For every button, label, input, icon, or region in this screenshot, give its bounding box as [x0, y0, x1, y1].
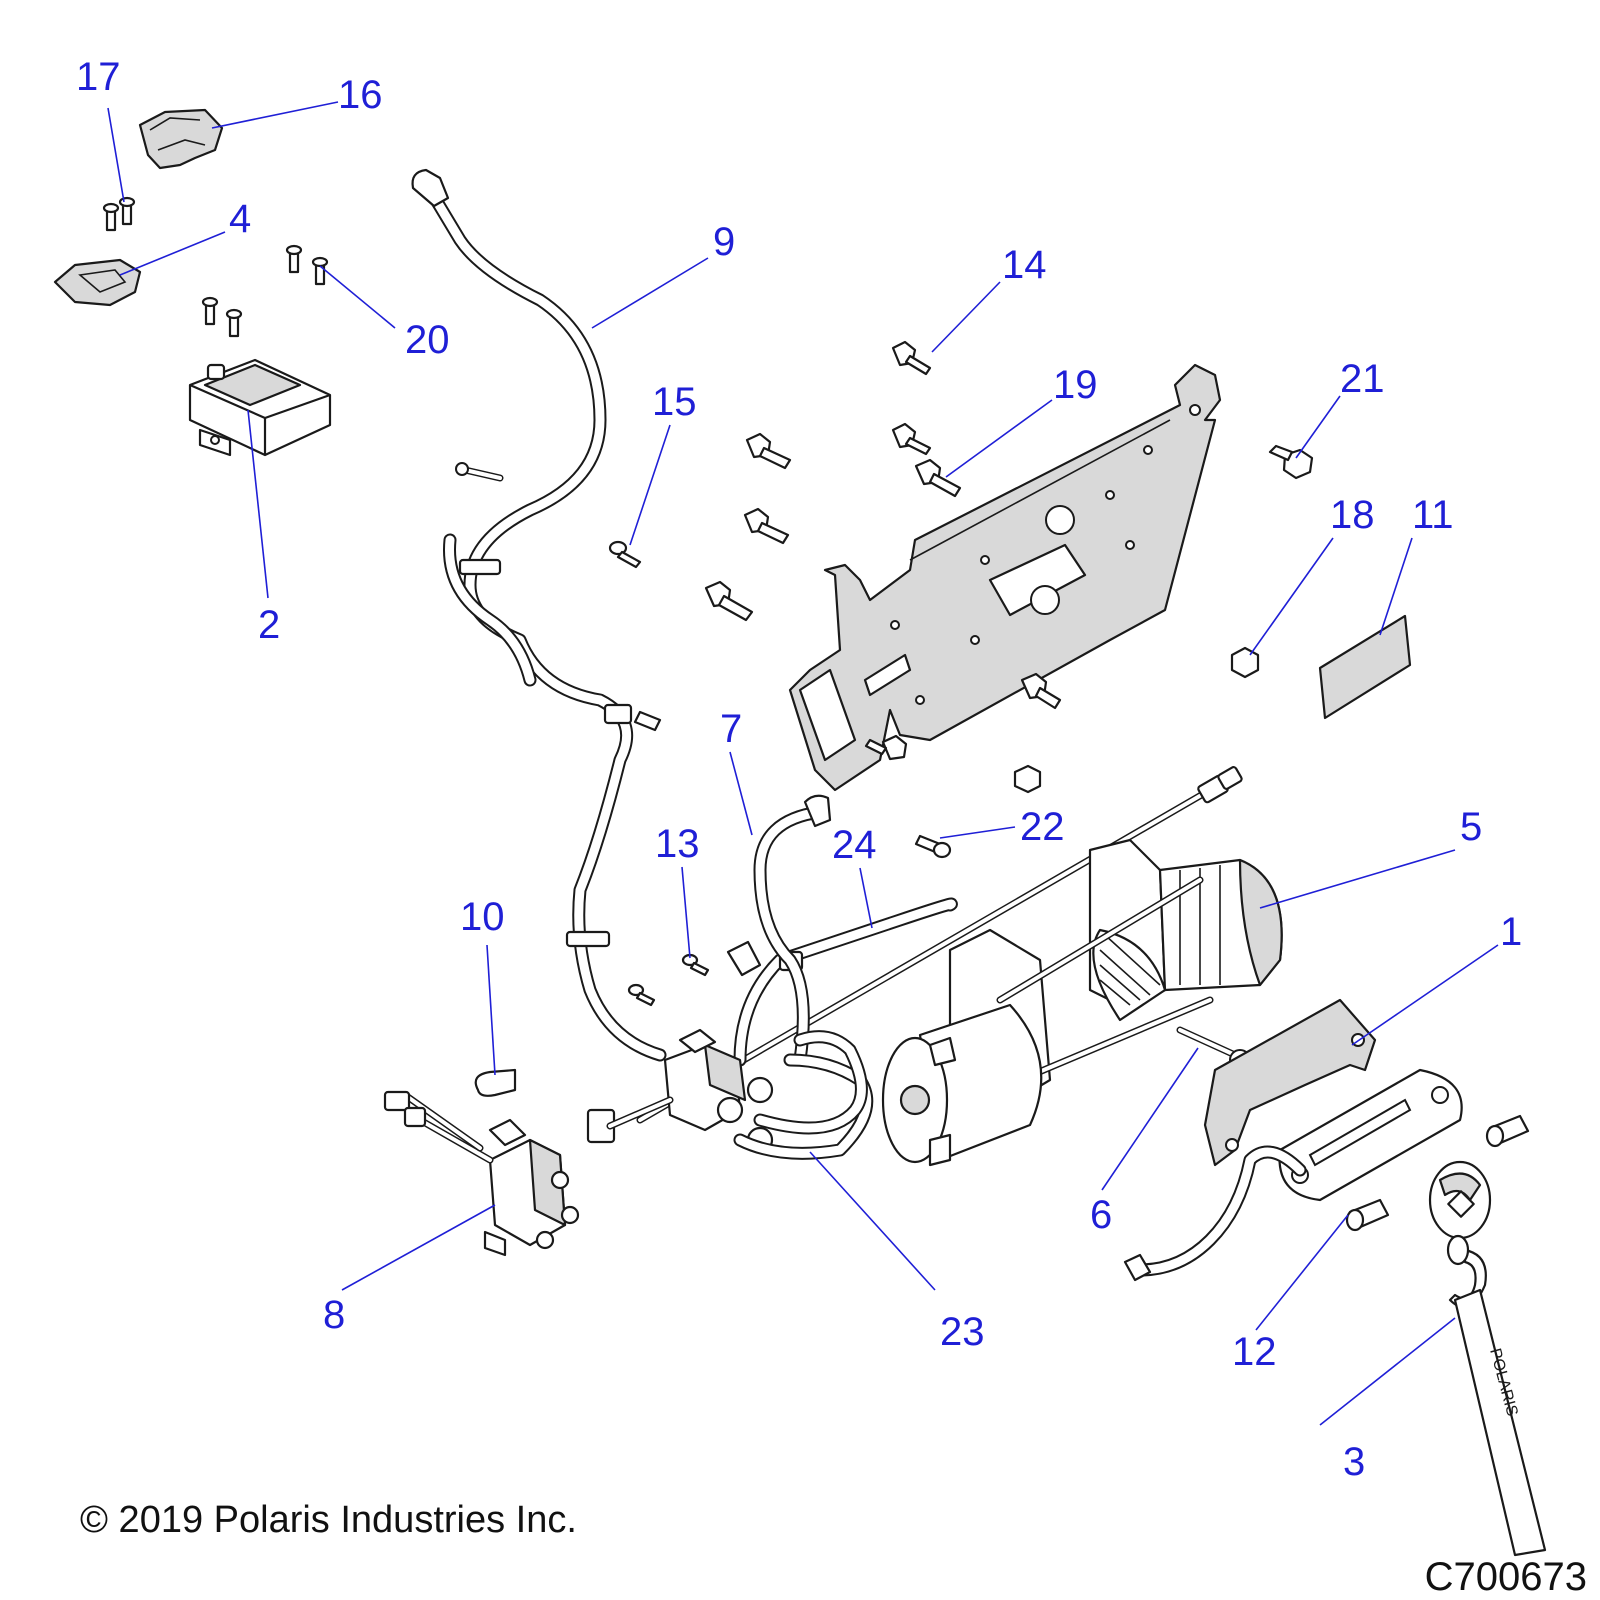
part-11-label — [1318, 614, 1412, 720]
callout-20: 20 — [405, 318, 450, 362]
part-3-hook-strap: POLARIS — [1446, 1234, 1547, 1557]
part-18-nut — [1230, 646, 1260, 679]
part-14-19-bolts — [704, 340, 962, 622]
leader-lines — [107, 101, 1499, 1426]
callout-5: 5 — [1460, 805, 1482, 849]
callout-6: 6 — [1090, 1193, 1112, 1237]
part-5-winch-assembly — [881, 838, 1283, 1167]
part-9-main-cable — [411, 168, 667, 1062]
callout-4: 4 — [229, 197, 251, 241]
callout-13: 13 — [655, 822, 700, 866]
winch-mounting-plate — [788, 363, 1222, 792]
part-7-cable — [726, 794, 832, 1067]
callout-21: 21 — [1340, 357, 1385, 401]
part-16-remote-holder — [138, 108, 224, 170]
callout-12: 12 — [1232, 1330, 1277, 1374]
control-module-screws — [201, 296, 243, 338]
part-10-clip — [474, 1068, 517, 1097]
part-20-screws — [285, 244, 329, 286]
callout-7: 7 — [720, 707, 742, 751]
callout-19: 19 — [1053, 363, 1098, 407]
copyright-notice: © 2019 Polaris Industries Inc. — [80, 1499, 577, 1541]
part-13-push-pins — [627, 953, 710, 1007]
plate-bolts-lower — [864, 672, 1062, 761]
callout-1: 1 — [1500, 910, 1522, 954]
callout-2: 2 — [258, 603, 280, 647]
part-2-control-module — [188, 358, 332, 457]
callout-8: 8 — [323, 1293, 345, 1337]
callout-14: 14 — [1002, 243, 1047, 287]
part-15-push-pin — [608, 540, 642, 569]
part-12-bolts — [1345, 1114, 1530, 1232]
part-4-winch-remote — [53, 258, 142, 307]
callout-24: 24 — [832, 823, 877, 867]
callout-22: 22 — [1020, 805, 1065, 849]
part-21-flange-nut — [1268, 444, 1314, 480]
part-23-battery-cables — [733, 1030, 874, 1160]
contactor-assembled — [586, 1028, 774, 1154]
callout-10: 10 — [460, 895, 505, 939]
callout-3: 3 — [1343, 1440, 1365, 1484]
callout-9: 9 — [713, 220, 735, 264]
callout-labels: 1 2 3 4 5 6 7 8 9 10 11 12 13 14 15 16 1… — [76, 55, 1522, 1484]
hook-stopper — [1428, 1160, 1492, 1240]
callout-11: 11 — [1412, 493, 1454, 537]
callout-15: 15 — [652, 380, 697, 424]
callout-17: 17 — [76, 55, 121, 99]
part-17-screws — [102, 196, 136, 232]
part-8-contactor — [383, 1090, 580, 1257]
callout-18: 18 — [1330, 493, 1375, 537]
part-22-hardware — [914, 764, 1042, 859]
callout-23: 23 — [940, 1310, 985, 1354]
drawing-number: C700673 — [1425, 1555, 1587, 1599]
callout-16: 16 — [338, 73, 383, 117]
hawse-fairlead — [1123, 1068, 1463, 1282]
